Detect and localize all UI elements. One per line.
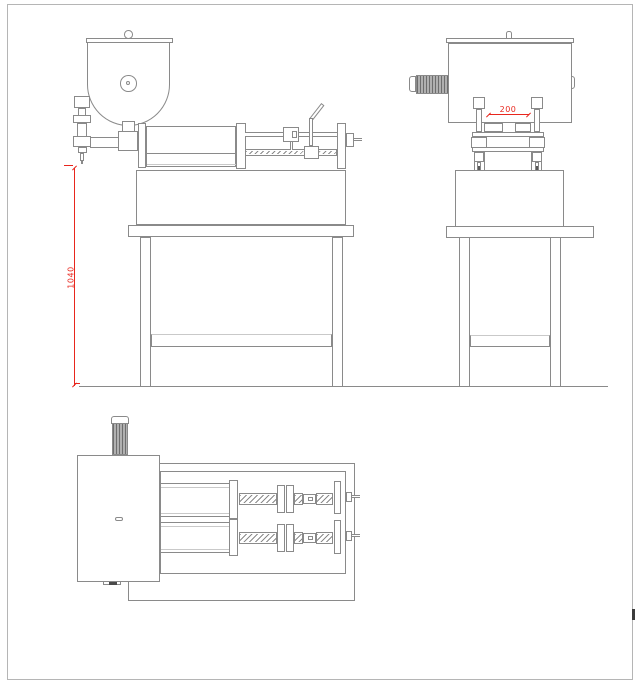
side-table-top [446,226,594,238]
top-piston-b-disc-2 [285,524,295,552]
hopper-sight-dot [126,81,131,86]
slider-notch [292,130,297,138]
side-valve-block-1 [471,136,487,148]
handle-block [304,145,319,159]
top-cylinder-a-flange [229,480,239,519]
top-screw-b-2 [294,531,304,545]
top-screw-a-3 [316,492,334,506]
border-artifact [631,609,635,620]
top-end-flange-a [333,480,342,515]
cylinder-body-line [146,152,236,154]
top-cylinder-b-flange [229,519,239,557]
top-nut-a-notch [308,497,314,502]
cylinder-end-flange [336,123,347,169]
side-nozzle-tip-2 [536,165,538,171]
top-cylinder-b-line [161,549,229,551]
top-piston-b-disc-1 [276,524,286,552]
nozzle-valve-block [73,136,91,147]
side-nozzle-knob-2 [530,97,544,110]
nozzle-tip-end [80,161,83,164]
guide-pin [531,152,533,170]
top-piston-a-disc-2 [285,485,295,513]
slider-block [282,126,299,142]
cylinder-body [146,125,237,167]
top-cylinder-b-body [160,522,230,553]
slider-stem [289,141,293,150]
cylinder-right-flange [236,123,246,169]
side-nozzle-body-1 [474,152,484,163]
front-crossbar [151,334,332,347]
top-nut-b-notch [308,536,314,541]
dim-1040-label: 1040 [66,266,75,289]
side-tank-bump [570,76,576,89]
top-tank-slot [114,516,123,522]
side-valve-block-2 [529,136,545,148]
guide-pin [541,152,543,170]
front-leg-left [140,237,152,387]
hopper-lid [86,38,173,43]
top-shaft-a-rod [352,494,361,499]
top-cylinder-a-line [161,486,229,488]
tank-outlet-tab-right [515,122,532,132]
side-nozzle-stem-2 [534,109,541,133]
nozzle-taper [77,146,87,154]
side-tank-lid [446,38,575,43]
top-screw-a-2 [294,492,304,506]
top-cylinder-a-line [161,513,229,515]
side-riser-box [455,169,564,227]
top-piston-a-disc-1 [276,485,286,513]
front-table-top [128,225,355,238]
end-shaft [346,133,355,147]
side-tank-body [448,42,572,124]
cylinder-left-flange [137,123,147,169]
guide-pin [473,152,475,170]
top-screw-b-1 [238,531,277,545]
dim-200-label: 200 [499,105,517,114]
top-shaft-b [346,531,353,542]
front-riser-box [136,169,346,226]
nozzle-bracket-lower [471,147,545,153]
handle-bar [309,117,313,147]
side-leg-left [459,237,471,387]
cylinder-body-line-light [146,163,236,165]
top-screw-a-1 [238,492,277,506]
feed-pipe [90,137,119,149]
mixer-motor-cap-side [409,76,417,93]
dim-1040-top-stub [63,165,73,167]
nozzle-tip [79,153,84,162]
mixer-motor-top [111,423,128,456]
mixer-motor-cap-top [111,415,129,424]
side-crossbar [470,334,551,347]
top-cylinder-a-body [160,483,230,518]
dim-1040-line [73,167,75,386]
top-cylinder-b-line [161,525,229,527]
side-nozzle-tip-1 [478,165,480,171]
side-nozzle-knob-1 [472,97,486,110]
top-shaft-a [346,492,353,503]
nozzle-body [77,123,87,137]
top-tank-tab-mark [109,581,117,585]
nozzle-bracket-upper [471,131,545,137]
tank-outlet-tab-left [484,122,504,132]
front-leg-right [331,237,343,387]
side-nozzle-stem-1 [476,109,483,133]
feed-tee [117,130,138,152]
screw-rod [245,149,337,156]
side-nozzle-body-2 [532,152,542,163]
page-border [7,4,633,680]
side-leg-right [550,237,561,387]
guide-pin [483,152,485,170]
top-screw-b-3 [316,531,334,545]
top-shaft-b-rod [352,533,361,538]
dim-200-line [488,114,529,116]
top-end-flange-b [333,519,342,554]
nozzle-knob [74,96,90,108]
mixer-motor-side [415,75,449,94]
end-shaft-rod [354,137,362,142]
nozzle-flange [73,115,91,124]
dim-1040-bottom-stub [73,383,81,385]
ground-line [79,386,609,387]
